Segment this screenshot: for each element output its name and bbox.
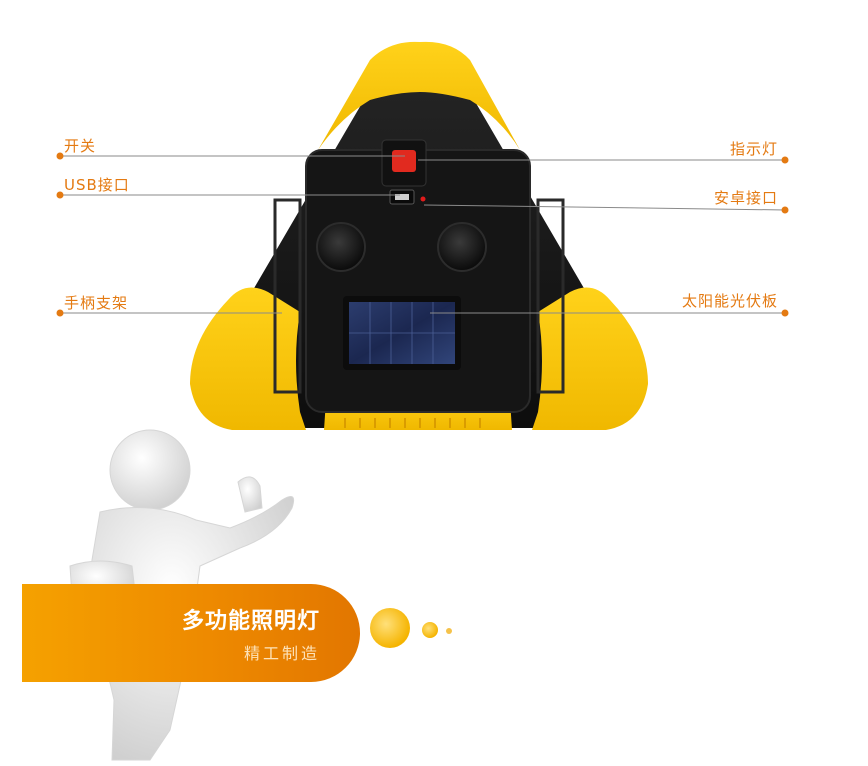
banner-title: 多功能照明灯 — [182, 609, 321, 634]
handle-ridges — [344, 418, 481, 428]
indicator-led — [420, 196, 426, 202]
back-plate — [305, 149, 531, 413]
figure-hand — [237, 476, 263, 513]
left-handle-rail — [273, 198, 302, 394]
usb-port-inner — [395, 194, 409, 200]
callout-switch: 开关 — [64, 137, 97, 155]
presenter-figure — [69, 429, 295, 761]
callout-indicator-light: 指示灯 — [729, 140, 778, 158]
callout-handle-stand: 手柄支架 — [64, 294, 129, 312]
callout-dots — [56, 152, 789, 317]
feature-banner — [22, 584, 360, 682]
right-suction-cup — [437, 222, 487, 272]
right-yellow-corner — [532, 287, 648, 430]
decorative-dot-large — [370, 608, 410, 648]
solar-grid — [349, 302, 455, 364]
right-handle-rail — [536, 198, 565, 394]
left-suction-cup — [316, 222, 366, 272]
decorative-dot-small — [446, 628, 452, 634]
power-switch — [392, 150, 416, 172]
top-yellow-cap — [318, 41, 520, 151]
left-yellow-corner — [190, 287, 306, 430]
callout-leader-lines — [60, 155, 786, 314]
callout-solar-panel: 太阳能光伏板 — [681, 292, 778, 310]
banner-subtitle: 精工制造 — [244, 644, 321, 663]
callout-android-port: 安卓接口 — [713, 189, 778, 207]
callout-usb-port: USB接口 — [64, 176, 130, 194]
decorative-dot-medium — [422, 622, 438, 638]
warning-triangle-light — [190, 41, 648, 430]
figure-head — [109, 429, 191, 511]
